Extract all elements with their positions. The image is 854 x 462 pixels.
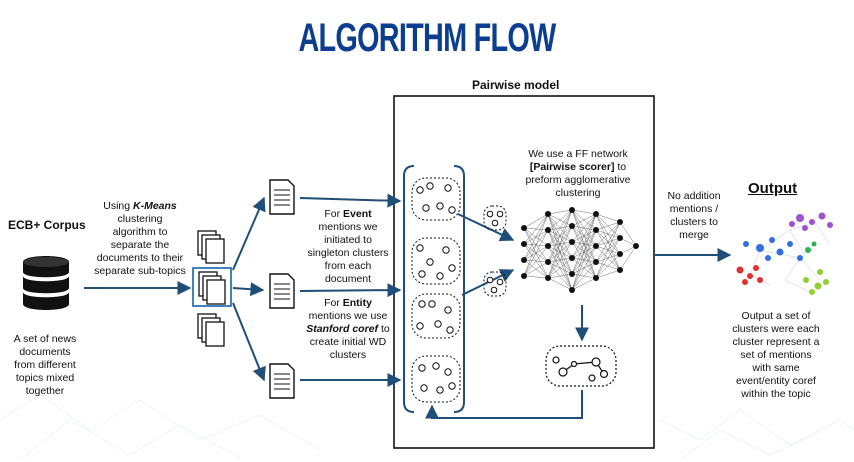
corpus-label: ECB+ Corpus [8, 218, 86, 232]
cluster-bracket [403, 165, 465, 413]
output-heading: Output [748, 180, 798, 197]
output-cluster-graph-icon [736, 212, 833, 295]
selected-document-stack-icon [198, 271, 226, 305]
document-lines [274, 189, 290, 390]
document-stack-icon [197, 230, 225, 347]
pairwise-model-title: Pairwise model [472, 78, 560, 92]
entity-description: For Entity mentions we use Stanford core… [306, 297, 390, 361]
ff-network-description: We use a FF network [Pairwise scorer] to… [525, 148, 631, 199]
ff-network-icon [521, 207, 639, 293]
page-title: ALGORITHM FLOW [298, 16, 556, 60]
merged-cluster-icon [545, 345, 617, 387]
pairwise-model-box [393, 95, 655, 449]
initial-clusters [411, 177, 507, 403]
selected-topic-box [192, 267, 232, 307]
flow-arrows [84, 193, 732, 419]
background-network-texture [0, 394, 854, 461]
database-icon [23, 256, 69, 310]
